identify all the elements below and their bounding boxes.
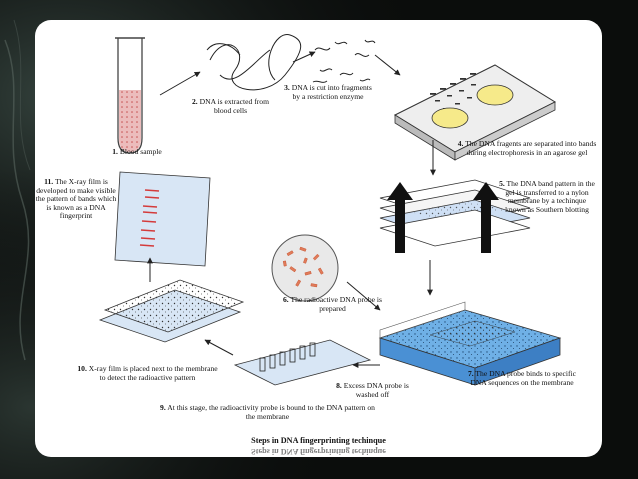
hybridization-tray-icon (378, 301, 562, 386)
southern-blot-stack-icon (379, 179, 531, 253)
step-1-label: 1. Blood sample (112, 147, 162, 156)
gel-tray-icon (393, 64, 557, 161)
step-11-label: 11. The X-ray film is developed to make … (35, 177, 117, 221)
dna-strands-icon (206, 34, 302, 91)
step-6-label: 6. The radioactive DNA probe is prepared (283, 295, 382, 313)
step-4-label: 4. The DNA fragents are separated into b… (457, 139, 597, 157)
flow-arrows (147, 51, 436, 368)
step-2-label: 2. DNA is extracted from blood cells (192, 97, 269, 115)
diagram-title: Steps in DNA fingerprinting techinque (251, 436, 386, 445)
step-9-label: 9. At this stage, the radioactivity prob… (160, 403, 375, 421)
step-3-label: 3. DNA is cut into fragments by a restri… (284, 83, 372, 101)
slide: 1. Blood sample 2. DNA is extracted from… (35, 20, 602, 457)
developed-xray-film-icon (114, 171, 211, 267)
washed-membrane-icon (233, 339, 372, 386)
diagram-title-reflection: Steps in DNA fingerprinting techinque (251, 447, 386, 456)
xray-film-stack-icon (98, 279, 245, 343)
step-7-label: 7. The DNA probe binds to specific DNA s… (467, 369, 577, 387)
test-tube-icon (115, 37, 145, 154)
probe-dish-icon (271, 234, 339, 302)
step-5-label: 5. The DNA band pattern in the gel is tr… (499, 179, 595, 214)
step-8-label: 8. Excess DNA probe is washed off (336, 381, 409, 399)
dna-fingerprinting-diagram (98, 34, 562, 386)
dna-fragments-icon (312, 39, 376, 83)
step-10-label: 10. X-ray film is placed next to the mem… (77, 364, 218, 382)
